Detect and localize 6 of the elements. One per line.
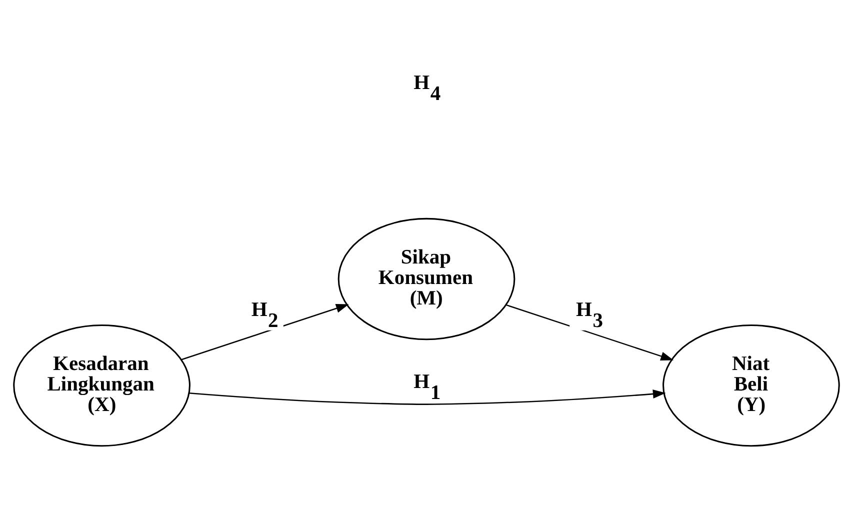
arrow bbox=[189, 389, 666, 405]
node-ellipse: Sikap Konsumen (M) bbox=[338, 218, 516, 340]
node-ellipse: Kesadaran Lingkungan (X) bbox=[13, 324, 190, 447]
arrow bbox=[506, 304, 674, 361]
node-ellipse: Niat Beli (Y) bbox=[662, 324, 840, 447]
arrow bbox=[181, 304, 349, 360]
